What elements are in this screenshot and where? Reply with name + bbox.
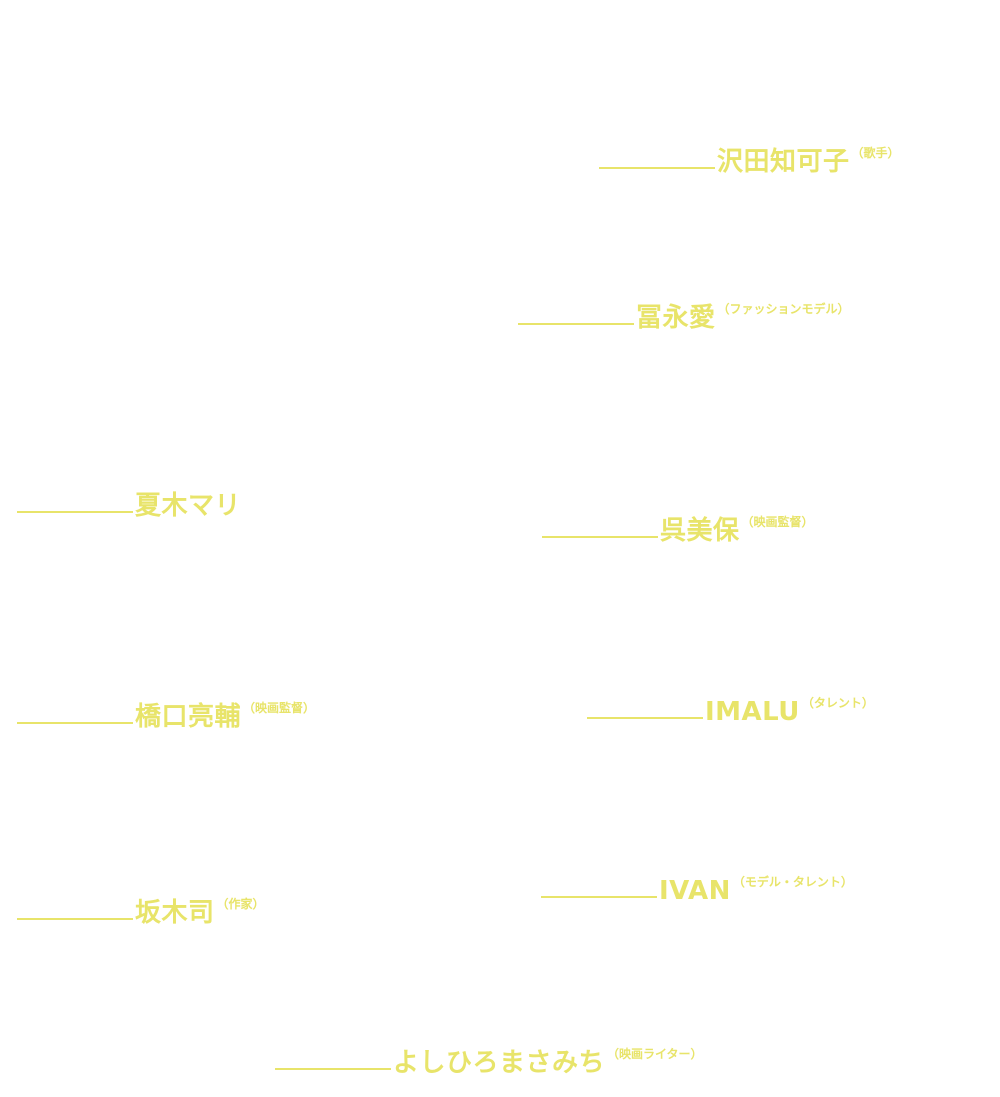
credit-sawada-chikako: 沢田知可子 （歌手） [599, 147, 900, 175]
credit-dash [599, 167, 715, 169]
credit-natsuki-mari: 夏木マリ [17, 493, 243, 519]
credit-o-miho: 呉美保 （映画監督） [542, 516, 814, 544]
credit-role: （歌手） [851, 146, 900, 160]
credit-name: 沢田知可子 [717, 147, 850, 177]
credit-role: （モデル・タレント） [732, 875, 853, 889]
credit-hashiguchi-ryosuke: 橋口亮輔 （映画監督） [17, 702, 315, 730]
credit-dash [541, 896, 657, 898]
credit-name: 坂木司 [135, 898, 215, 928]
credit-role: （作家） [216, 897, 265, 911]
credit-yoshihiro-masamichi: よしひろまさみち （映画ライター） [275, 1048, 703, 1076]
credit-name: 橋口亮輔 [135, 702, 242, 732]
credit-imalu: IMALU （タレント） [587, 697, 874, 725]
credit-ivan: IVAN （モデル・タレント） [541, 876, 853, 904]
credit-name: 冨永愛 [636, 303, 716, 333]
credit-dash [17, 918, 133, 920]
credit-role: （タレント） [801, 696, 874, 710]
credit-name: 夏木マリ [135, 491, 242, 521]
credit-dash [542, 536, 658, 538]
credit-tominaga-ai: 冨永愛 （ファッションモデル） [518, 303, 850, 331]
credit-dash [587, 717, 703, 719]
credit-dash [17, 722, 133, 724]
credit-role: （映画ライター） [607, 1047, 703, 1061]
credit-dash [518, 323, 634, 325]
credit-sakaki-tsukasa: 坂木司 （作家） [17, 898, 265, 926]
credit-role: （ファッションモデル） [717, 302, 850, 316]
credit-role: （映画監督） [741, 515, 814, 529]
credit-name: IMALU [705, 697, 800, 727]
credit-name: よしひろまさみち [393, 1048, 606, 1078]
credit-name: IVAN [659, 876, 731, 906]
credit-dash [275, 1068, 391, 1070]
credit-dash [17, 511, 133, 513]
credit-role: （映画監督） [243, 701, 316, 715]
credit-name: 呉美保 [660, 516, 740, 546]
